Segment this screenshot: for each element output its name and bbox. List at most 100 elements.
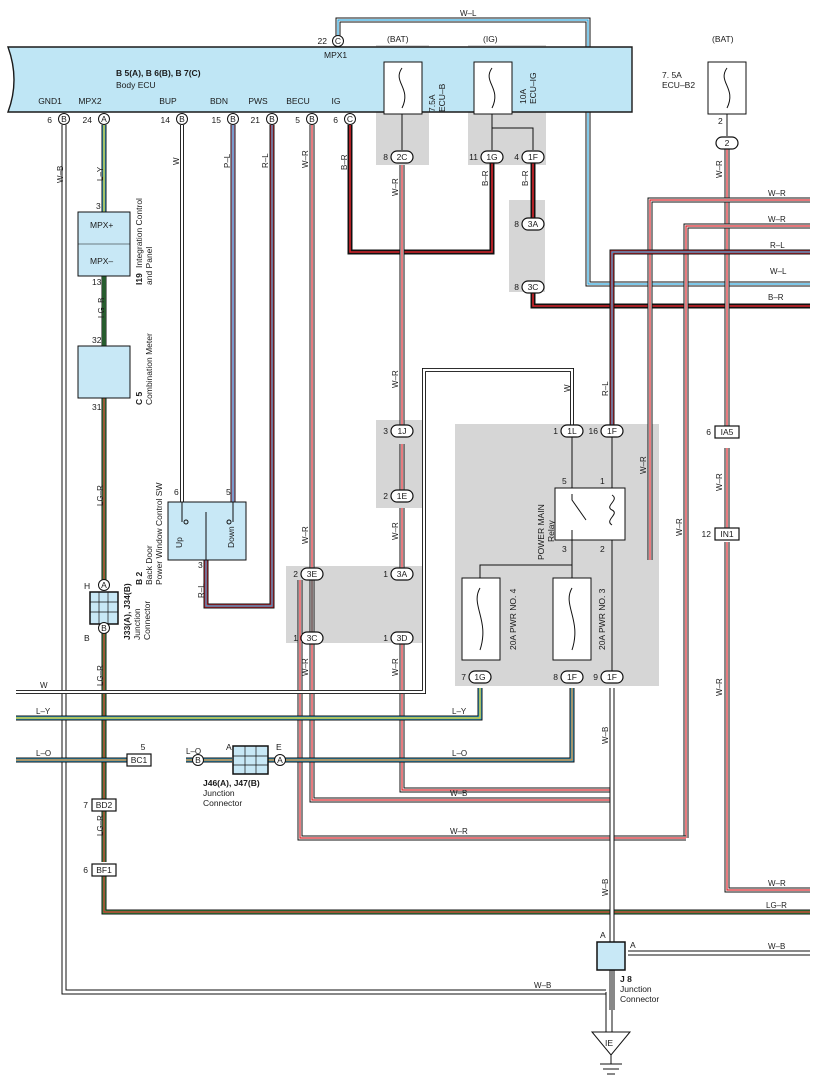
ecu-pin-name-mpx2: MPX2 [78, 96, 101, 106]
conn-pin-c3A_mid: 1 [383, 569, 388, 579]
ecu-pin-num-gnd1: 6 [47, 115, 52, 125]
pin-circle-label-3: A [277, 755, 283, 765]
label-wr-3e: W–R [301, 526, 310, 544]
label-br-r: B–R [768, 293, 784, 302]
ecu-pin-name-bdn: BDN [210, 96, 228, 106]
label-wr-r1: W–R [768, 189, 786, 198]
label-lgr2: LG–R [96, 665, 105, 686]
conn-id-c3A_mid: 3A [397, 569, 408, 579]
label-br-1f: B–R [521, 170, 530, 186]
label-wr-1j: W–R [391, 370, 400, 388]
fuse-ecuig-src: (IG) [483, 34, 498, 44]
conn-id-BF1: BF1 [96, 865, 112, 875]
b2-code: B 2 [134, 572, 144, 586]
conn-pin-c1L: 1 [553, 426, 558, 436]
i19-mpx-minus: MPX– [90, 256, 113, 266]
i19-pin13: 13 [92, 277, 102, 287]
ecu-pin-circle-becu [306, 113, 318, 125]
fuse-pwr3: 20A PWR NO. 3 [552, 577, 607, 661]
ecu-pin-conn-bdn: B [230, 114, 236, 124]
ecu-pin-num-mpx2: 24 [83, 115, 93, 125]
j33-code: J33(A), J34(B) [122, 583, 132, 640]
label-wl-r: W–L [770, 267, 787, 276]
conn-pin-c1F_16: 16 [589, 426, 599, 436]
pin-circle-2 [192, 754, 204, 766]
c5-pin32: 32 [92, 335, 102, 345]
b2-pin5: 5 [226, 487, 231, 497]
ecu-pin-num-bup: 14 [161, 115, 171, 125]
conn-pin-c1G: 11 [469, 152, 478, 162]
ecu-mpx1-label: MPX1 [324, 50, 347, 60]
label-lo-j46: L–O [186, 747, 201, 756]
label-wb-mid: W–B [450, 789, 467, 798]
conn-id-c1L: 1L [567, 426, 577, 436]
conn-pin-c1F_top: 4 [514, 152, 519, 162]
b2-pin3: 3 [198, 560, 203, 570]
label-rl-1f: R–L [601, 381, 610, 396]
ecu-pin-num-ig: 6 [333, 115, 338, 125]
pin-circle-1 [98, 622, 110, 634]
c5-name: Combination Meter [144, 333, 154, 405]
conn-c1J [390, 424, 414, 438]
pin-circle-0 [98, 579, 110, 591]
label-lgr-br: LG–R [766, 901, 787, 910]
label-w-bup: W [172, 157, 181, 165]
fuse-ecub2: (BAT) 7. 5A ECU–B2 2 [662, 34, 747, 136]
label-wr-cor: W–R [715, 473, 724, 491]
ecu-pin-name-bup: BUP [159, 96, 177, 106]
j8-connector: A A J 8 Junction Connector [596, 930, 659, 1004]
label-lgr1: LG–R [96, 485, 105, 506]
conn-c3C_mid [300, 631, 324, 645]
ecu-pin-name-becu: BECU [286, 96, 310, 106]
j33-name2: Connector [142, 601, 152, 640]
conn-c1F_16 [600, 424, 624, 438]
label-w-left: W [40, 681, 48, 690]
label-wb-gnd2: W–B [534, 981, 551, 990]
wire-labels: W–L W–B L–Y LG–B LG–R LG–R LG–R W P–L R–… [36, 9, 787, 990]
label-w-1l: W [563, 384, 572, 392]
fuse-ecub2-rating: 7. 5A [662, 70, 682, 80]
conn-c1F_top [521, 150, 545, 164]
conn-id-c1F_9: 1F [607, 672, 617, 682]
ecu-pin-num-becu: 5 [295, 115, 300, 125]
j46-pin-a: A [226, 742, 232, 752]
label-wr-low: W–R [450, 827, 468, 836]
conn-id-BC1: BC1 [131, 755, 148, 765]
ecu-name: Body ECU [116, 80, 156, 90]
j8-pin-a1: A [600, 930, 606, 940]
conn-c1G_low [468, 670, 492, 684]
j46-code: J46(A), J47(B) [203, 778, 260, 788]
ecu-pin-conn-mpx1: C [335, 36, 341, 46]
conn-id-c1G_low: 1G [474, 672, 485, 682]
conn-c3A_mid [390, 567, 414, 581]
conn-id-c2: 2 [725, 138, 730, 148]
label-wr-cor2: W–R [715, 678, 724, 696]
conn-pin-c1F_8: 8 [553, 672, 558, 682]
j8-code: J 8 [620, 974, 632, 984]
conn-c1F_9 [600, 670, 624, 684]
label-wb-gnd: W–B [56, 166, 65, 183]
conn-c1G [480, 150, 504, 164]
fuse-ecub-rating: 7.5A [427, 94, 437, 112]
conn-id-c1F_16: 1F [607, 426, 617, 436]
conn-c2 [715, 136, 739, 150]
label-ly-mpx2: L–Y [96, 166, 105, 181]
conn-pin-c3C_mid: 1 [293, 633, 298, 643]
fuse-ecub-name: ECU–B [437, 83, 447, 112]
i19-name2: and Panel [144, 247, 154, 285]
b2-up: Up [174, 537, 184, 548]
label-wr-fuse: W–R [715, 160, 724, 178]
label-br-1g: B–R [481, 170, 490, 186]
conn-c3E [300, 567, 324, 581]
conn-pin-c3D: 1 [383, 633, 388, 643]
ecu-pin-circle-gnd1 [58, 113, 70, 125]
label-wr-becu: W–R [301, 150, 310, 168]
c5-code: C 5 [134, 392, 144, 406]
conn-id-BD2: BD2 [96, 800, 113, 810]
i19-box: MPX+ MPX– 3 13 I19 Integration Control a… [77, 198, 154, 287]
ecu-pin-conn-ig: C [347, 114, 353, 124]
conn-id-IA5: IA5 [721, 427, 734, 437]
label-wr-long: W–R [675, 518, 684, 536]
